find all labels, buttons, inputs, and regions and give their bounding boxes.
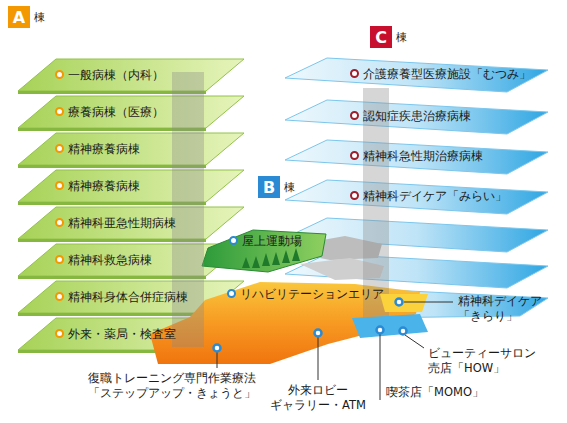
slab-shape <box>198 226 328 276</box>
bullet <box>350 69 359 78</box>
floor-label: リハビリテーションエリア <box>240 285 384 303</box>
floor-label: 精神療養病棟 <box>68 177 140 195</box>
floor-slab: 精神科亜急性期病棟 <box>18 206 244 243</box>
wing-letter: C <box>370 27 392 49</box>
wing-suffix: 棟 <box>396 30 407 45</box>
floor-label: 介護療養型医療施設「むつみ」 <box>363 65 531 83</box>
callout-dot <box>214 299 407 352</box>
slab-top <box>18 59 244 91</box>
slab-top <box>202 230 326 272</box>
bullet <box>55 329 64 338</box>
floor-slab: 精神療養病棟 <box>18 132 244 169</box>
slab-top <box>18 207 244 239</box>
callout-label: 喫茶店「MOMO」 <box>386 385 484 400</box>
floor-slab: 介護療養型医療施設「むつみ」 <box>285 56 550 94</box>
slab-top <box>18 170 244 202</box>
tree <box>242 248 300 268</box>
bullet <box>55 181 64 190</box>
floor-label: 認知症疾患治療病棟 <box>363 107 471 125</box>
slab-top <box>285 58 548 92</box>
floor-label: 精神科急性期治療病棟 <box>363 147 483 165</box>
bullet <box>350 191 359 200</box>
bullet <box>55 255 64 264</box>
floor-slab: 認知症疾患治療病棟 <box>285 98 550 136</box>
callout-label: ビューティーサロン 売店「HOW」 <box>428 346 539 376</box>
wing-suffix: 棟 <box>284 180 295 195</box>
bullet <box>229 236 238 245</box>
bullet <box>227 289 236 298</box>
slab-top <box>18 133 244 165</box>
floor-slab: 精神療養病棟 <box>18 169 244 206</box>
floor-label: 屋上運動場 <box>242 232 302 250</box>
floor-slab: 療養病棟（医療） <box>18 95 244 132</box>
floor-slab: 一般病棟（内科） <box>18 58 244 95</box>
bullet <box>55 292 64 301</box>
bullet <box>55 144 64 153</box>
floor-label: 精神科亜急性期病棟 <box>68 214 176 232</box>
floor-label: 一般病棟（内科） <box>68 66 164 84</box>
wing-badge <box>8 6 30 28</box>
floor-label: 精神科救急病棟 <box>68 251 152 269</box>
daycare-area <box>380 294 428 312</box>
slab-top <box>285 140 548 174</box>
floor-label: 精神療養病棟 <box>68 140 140 158</box>
floor-slab: 精神科デイケア「みらい」 <box>285 178 550 216</box>
bullet <box>350 111 359 120</box>
floor-label: 精神科身体合併症病棟 <box>68 288 188 306</box>
callout-label: 精神科デイケア 「きらり」 <box>458 294 545 324</box>
bullet <box>55 218 64 227</box>
slab-top <box>285 180 548 214</box>
floor-slab: 屋上運動場 <box>198 226 328 276</box>
callout-label: 復職トレーニング専門作業療法 「ステップアップ・きょうと」 <box>87 371 258 401</box>
callout-label: 外来ロビー ギャラリー・ATM <box>269 383 368 413</box>
slab-top <box>18 96 244 128</box>
floor-label: 療養病棟（医療） <box>68 103 164 121</box>
bullet <box>55 70 64 79</box>
wing-letter: B <box>258 177 280 199</box>
wing-badge <box>370 26 392 48</box>
slab-top <box>285 100 548 134</box>
shop-area <box>352 314 428 338</box>
wing-suffix: 棟 <box>34 10 45 25</box>
floor-slab: 精神科急性期治療病棟 <box>285 138 550 176</box>
floor-label: 外来・薬局・検査室 <box>68 325 176 343</box>
wing-letter: A <box>8 7 30 29</box>
bullet <box>350 151 359 160</box>
elevator-shaft <box>172 72 204 347</box>
floor-label: 精神科デイケア「みらい」 <box>363 187 507 205</box>
wing-badge <box>258 176 280 198</box>
bullet <box>55 107 64 116</box>
